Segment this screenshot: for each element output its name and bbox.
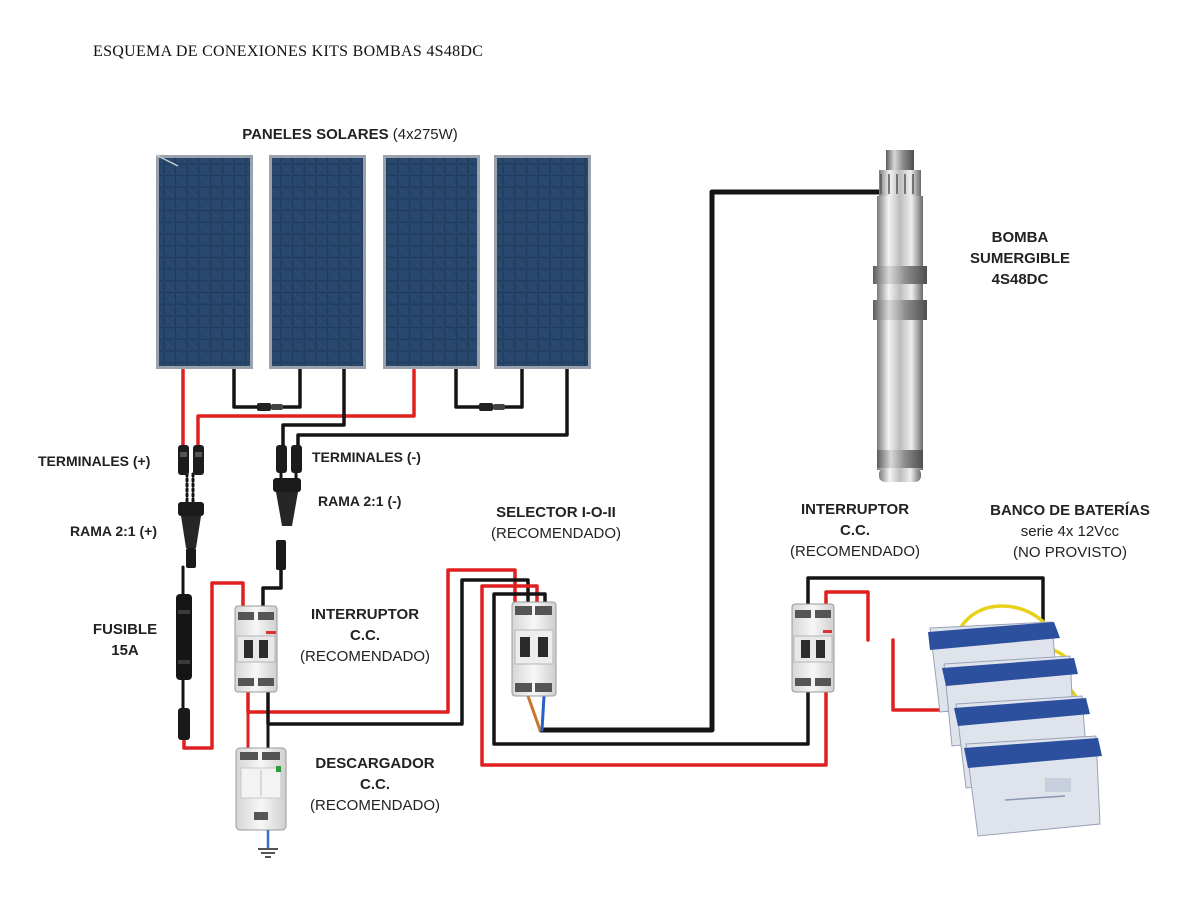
solar-panel — [494, 155, 591, 369]
branch-negative-text: RAMA 2:1 (-) — [318, 493, 402, 509]
terminal-positive-connectors — [178, 445, 204, 475]
battery-bank-label: BANCO DE BATERÍAS serie 4x 12Vcc (NO PRO… — [975, 500, 1165, 563]
pump-feed-wire — [538, 189, 887, 733]
solar-panels-label-power: (4x275W) — [392, 126, 458, 143]
fuse-label-line-2: 15A — [111, 642, 139, 659]
breaker-right-label: INTERRUPTOR C.C. (RECOMENDADO) — [780, 499, 930, 562]
breaker-left-line-1: INTERRUPTOR — [310, 606, 420, 623]
selector-line-1: SELECTOR I-O-II — [496, 504, 616, 521]
selector-label: SELECTOR I-O-II (RECOMENDADO) — [476, 502, 636, 544]
breaker-right-line-2: C.C. — [840, 522, 870, 539]
terminals-positive-text: TERMINALES (+) — [38, 453, 151, 469]
surge-arrester-label: DESCARGADOR C.C. (RECOMENDADO) — [300, 753, 450, 816]
branch-positive-text: RAMA 2:1 (+) — [70, 523, 157, 539]
dc-breaker-right — [791, 603, 835, 693]
solar-panel-array — [155, 154, 591, 369]
surge-arrester-line-1: DESCARGADOR — [315, 755, 435, 772]
negative-string-wire — [296, 358, 569, 449]
pump-label: BOMBA SUMERGIBLE 4S48DC — [960, 227, 1080, 290]
solar-panels-label: PANELES SOLARES (4x275W) — [200, 124, 500, 145]
breaker-left-line-3: (RECOMENDADO) — [300, 648, 430, 665]
selector-line-2: (RECOMENDADO) — [491, 525, 621, 542]
pump-label-line-3: 4S48DC — [991, 271, 1049, 288]
breaker-left-line-2: C.C. — [350, 627, 380, 644]
fuse-holder — [176, 594, 192, 740]
mc4-connector-jumper — [257, 403, 505, 411]
branch-negative-label: RAMA 2:1 (-) — [318, 491, 428, 512]
breaker-left-label: INTERRUPTOR C.C. (RECOMENDADO) — [290, 604, 440, 667]
positive-main-wire — [182, 581, 245, 750]
battery-positive-wire — [480, 584, 870, 767]
wires — [181, 189, 1082, 767]
selector-switch — [511, 601, 557, 697]
surge-arrester — [235, 747, 287, 858]
terminal-negative-connectors — [276, 445, 302, 473]
battery-bank — [928, 621, 1102, 837]
solar-panel — [383, 155, 480, 369]
fuse-label: FUSIBLE 15A — [70, 619, 180, 661]
fuse-label-line-1: FUSIBLE — [92, 621, 158, 638]
battery — [964, 735, 1102, 837]
terminals-negative-label: TERMINALES (-) — [312, 447, 452, 468]
submersible-pump — [873, 150, 927, 482]
battery-jumper — [956, 604, 1052, 635]
negative-out-wire — [266, 578, 530, 726]
negative-main-wire — [261, 568, 283, 610]
positive-string-wire — [196, 368, 416, 449]
battery-bank-line-3: (NO PROVISTO) — [1013, 544, 1127, 561]
solar-panel — [269, 155, 366, 369]
terminals-negative-text: TERMINALES (-) — [312, 449, 421, 465]
pump-label-line-2: SUMERGIBLE — [969, 250, 1070, 267]
positive-out-wire — [246, 568, 517, 714]
solar-panels-label-bold: PANELES SOLARES — [242, 126, 389, 143]
battery-negative-wire — [492, 576, 1045, 746]
battery-bank-line-1: BANCO DE BATERÍAS — [990, 502, 1150, 519]
breaker-right-line-1: INTERRUPTOR — [800, 501, 910, 518]
battery-bank-line-2: serie 4x 12Vcc — [1020, 523, 1120, 540]
branch-connector-negative — [273, 478, 301, 570]
negative-string-wire — [281, 358, 346, 449]
terminals-positive-label: TERMINALES (+) — [38, 451, 188, 472]
document-title: ESQUEMA DE CONEXIONES KITS BOMBAS 4S48DC — [93, 43, 484, 60]
breaker-right-line-3: (RECOMENDADO) — [790, 543, 920, 560]
surge-arrester-line-2: C.C. — [360, 776, 390, 793]
branch-positive-label: RAMA 2:1 (+) — [70, 521, 180, 542]
pump-label-line-1: BOMBA — [991, 229, 1049, 246]
surge-arrester-line-3: (RECOMENDADO) — [310, 797, 440, 814]
branch-connector-positive — [178, 502, 204, 568]
dc-breaker-left — [234, 605, 278, 693]
solar-panel — [155, 154, 253, 369]
